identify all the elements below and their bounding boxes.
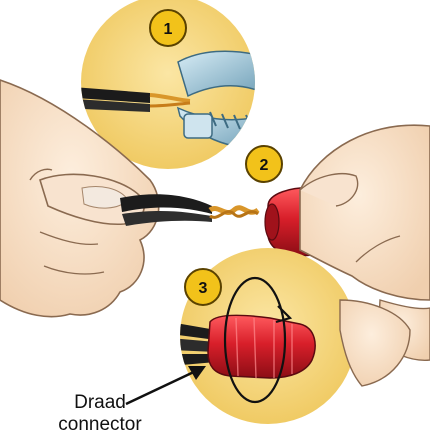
twisted-copper-wire: [210, 208, 258, 218]
connector-caption: Draad connector: [40, 392, 160, 436]
step2-badge: 2: [246, 146, 282, 182]
step3-number: 3: [199, 280, 208, 297]
caption-line-1: Draad: [40, 392, 160, 414]
step3-badge: 3: [185, 269, 221, 305]
caption-line-2: connector: [40, 414, 160, 436]
step1-badge: 1: [150, 10, 186, 46]
step2-number: 2: [260, 157, 269, 174]
step1-number: 1: [164, 21, 173, 38]
